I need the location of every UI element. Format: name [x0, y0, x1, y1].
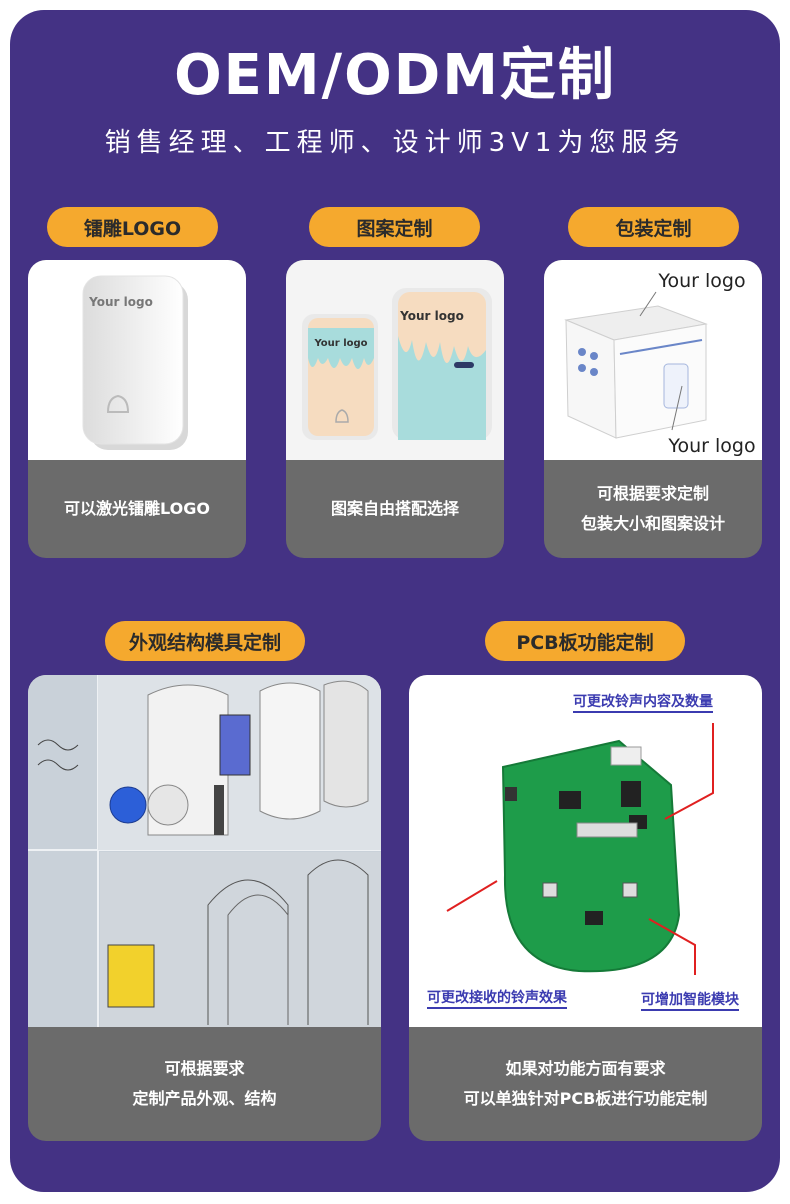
card-package-custom: Your logo Your logo 可根据要求定制 包装大小和图案设计 — [544, 260, 762, 558]
caption-line-1: 如果对功能方面有要求 — [505, 1059, 666, 1078]
caption-structure-mold: 可根据要求 定制产品外观、结构 — [28, 1027, 381, 1141]
callout-line-red — [648, 918, 696, 975]
pcb-label-ringtone-content: 可更改铃声内容及数量 — [573, 691, 713, 713]
card-pcb-custom: 可更改铃声内容及数量 可更改接收的铃声效果 可增加智能模块 如果对功能方面有要求… — [409, 675, 762, 1141]
resistor — [505, 787, 517, 801]
pcb-label-ringtone-effect: 可更改接收的铃声效果 — [427, 987, 567, 1009]
button-mark — [454, 362, 474, 368]
box-left — [565, 319, 617, 439]
pattern-illustration: Your logo Your logo — [302, 288, 492, 440]
battery-part — [109, 786, 147, 824]
logo-text: Your logo — [88, 295, 153, 309]
bell-icon — [335, 409, 349, 423]
package-illustration: Your logo Your logo — [564, 270, 756, 457]
chip — [559, 791, 581, 809]
feature-icon — [578, 348, 586, 356]
caption-line-2: 包装大小和图案设计 — [580, 514, 725, 533]
caption-line-2: 可以单独针对PCB板进行功能定制 — [463, 1089, 708, 1108]
caption-line: 图案自由搭配选择 — [330, 499, 459, 518]
page-title: OEM/ODM定制 — [174, 43, 616, 108]
pill-structure-mold: 外观结构模具定制 — [105, 621, 305, 661]
cad-illustration — [28, 675, 381, 1027]
box-front — [613, 323, 707, 439]
caption-line-2: 定制产品外观、结构 — [132, 1089, 277, 1108]
caption-line-1: 可根据要求定制 — [596, 484, 709, 503]
wireframe-shell — [307, 859, 369, 1025]
large-logo-text: Your logo — [399, 309, 464, 323]
small-logo-text: Your logo — [313, 338, 367, 349]
connector — [610, 746, 642, 766]
cad-image — [28, 675, 381, 1027]
card-structure-mold: 可根据要求 定制产品外观、结构 — [28, 675, 381, 1141]
box-stripe — [619, 339, 703, 355]
pcb-illustration — [446, 723, 714, 975]
doorbell-front — [82, 275, 184, 445]
callout-line — [671, 385, 683, 431]
page-subtitle: 销售经理、工程师、设计师3V1为您服务 — [104, 128, 686, 158]
cover-part — [259, 682, 321, 820]
switch-component — [542, 882, 558, 898]
chip — [585, 911, 603, 925]
wireframe-shell — [207, 879, 289, 1025]
pcb-part — [219, 714, 251, 776]
wireframe-shell — [227, 894, 289, 1025]
callout-line — [639, 291, 657, 317]
card-pattern-custom: Your logo Your logo 图案自由搭配选择 — [286, 260, 504, 558]
back-part — [323, 680, 369, 808]
pattern-image: Your logo Your logo — [286, 260, 504, 460]
caption-line-1: 可根据要求 — [164, 1059, 245, 1078]
fuse-component — [576, 822, 638, 838]
caption-pcb-custom: 如果对功能方面有要求 可以单独针对PCB板进行功能定制 — [409, 1027, 762, 1141]
pill-pcb-custom: PCB板功能定制 — [485, 621, 685, 661]
box-product-print — [663, 363, 689, 409]
spring-wire — [37, 759, 79, 771]
pill-laser-logo: 镭雕LOGO — [47, 207, 218, 247]
housing-hole — [147, 784, 189, 826]
card-laser-logo: Your logo 可以激光镭雕LOGO — [28, 260, 246, 558]
pill-package-custom: 包装定制 — [568, 207, 739, 247]
doorbell-illustration: Your logo — [82, 275, 188, 450]
package-logo-text-top: Your logo — [657, 270, 745, 292]
feature-icon — [590, 368, 598, 376]
feature-icon — [578, 364, 586, 372]
pcb-label-smart-module: 可增加智能模块 — [641, 989, 739, 1011]
doorbell-image: Your logo — [28, 260, 246, 460]
pcb-image — [409, 675, 762, 1027]
package-image: Your logo Your logo — [544, 260, 762, 460]
callout-line-red — [664, 723, 714, 820]
caption-line: 可以激光镭雕LOGO — [64, 499, 210, 518]
feature-icon — [590, 352, 598, 360]
switch-component — [622, 882, 638, 898]
pcb-board — [501, 739, 681, 973]
bell-icon — [106, 394, 130, 413]
small-drip-pattern — [308, 328, 374, 369]
caption-pattern-custom: 图案自由搭配选择 — [286, 460, 504, 558]
caption-laser-logo: 可以激光镭雕LOGO — [28, 460, 246, 558]
battery-compartment — [107, 944, 155, 1008]
spring-part — [214, 785, 224, 835]
chip — [621, 781, 641, 807]
package-logo-text-bottom: Your logo — [667, 435, 755, 457]
callout-line-red — [446, 880, 498, 912]
caption-package-custom: 可根据要求定制 包装大小和图案设计 — [544, 460, 762, 558]
pill-pattern-custom: 图案定制 — [309, 207, 480, 247]
spring-wire — [37, 739, 79, 751]
